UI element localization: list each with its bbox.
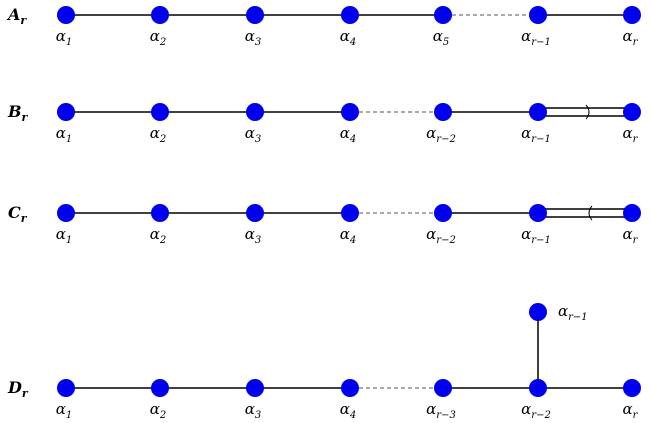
root-label: αr: [623, 400, 639, 421]
root-node: [529, 204, 547, 222]
root-node: [151, 204, 169, 222]
root-label: α2: [150, 400, 167, 421]
root-node: [529, 6, 547, 24]
arrow-right-icon: [585, 104, 590, 120]
dynkin-diagram-c: Cr: [8, 203, 641, 225]
root-label: α4: [340, 400, 357, 421]
root-node: [57, 6, 75, 24]
root-label: α4: [340, 225, 357, 246]
root-label: α3: [245, 124, 262, 145]
root-node: [529, 379, 547, 397]
root-node: [623, 103, 641, 121]
root-label: α1: [56, 400, 73, 421]
root-node: [623, 6, 641, 24]
root-node: [341, 103, 359, 121]
root-node: [57, 204, 75, 222]
root-node: [246, 204, 264, 222]
arrow-left-icon: [588, 205, 593, 221]
root-label: α4: [340, 27, 357, 48]
root-node: [623, 379, 641, 397]
root-label: αr: [623, 124, 639, 145]
root-label: αr−2: [426, 124, 456, 145]
root-node: [246, 6, 264, 24]
root-label: α1: [56, 27, 73, 48]
root-node: [246, 379, 264, 397]
root-node: [434, 204, 452, 222]
root-label: α2: [150, 124, 167, 145]
diagram-type-label: Cr: [8, 203, 28, 225]
diagram-type-label: Br: [7, 102, 29, 124]
diagram-type-label: Ar: [6, 5, 27, 27]
root-node: [151, 379, 169, 397]
root-node: [151, 103, 169, 121]
root-node: [529, 103, 547, 121]
root-label: α5: [433, 27, 450, 48]
root-label: α3: [245, 225, 262, 246]
root-node: [57, 103, 75, 121]
root-label: α3: [245, 400, 262, 421]
root-label: α3: [245, 27, 262, 48]
root-node: [341, 379, 359, 397]
root-label: α4: [340, 124, 357, 145]
root-node: [341, 204, 359, 222]
root-node: [57, 379, 75, 397]
root-label: αr−1: [521, 225, 551, 246]
root-label-branch: αr−1: [558, 302, 588, 323]
root-label: α2: [150, 225, 167, 246]
root-label: αr: [623, 225, 639, 246]
root-label: α2: [150, 27, 167, 48]
root-label: α1: [56, 225, 73, 246]
root-label: αr−1: [521, 124, 551, 145]
root-label: αr−2: [426, 225, 456, 246]
root-node: [246, 103, 264, 121]
root-label: α1: [56, 124, 73, 145]
root-node: [434, 379, 452, 397]
root-label: αr: [623, 27, 639, 48]
root-node: [341, 6, 359, 24]
root-label: αr−1: [521, 27, 551, 48]
root-node: [623, 204, 641, 222]
dynkin-diagram-d: Dr: [7, 303, 641, 400]
root-label: αr−2: [521, 400, 551, 421]
root-node: [434, 6, 452, 24]
dynkin-diagram-b: Br: [7, 102, 641, 124]
root-node: [151, 6, 169, 24]
diagram-type-label: Dr: [7, 378, 29, 400]
root-label: αr−3: [426, 400, 456, 421]
root-node: [434, 103, 452, 121]
root-node-branch: [529, 303, 547, 321]
dynkin-diagram-a: Ar: [6, 5, 641, 27]
